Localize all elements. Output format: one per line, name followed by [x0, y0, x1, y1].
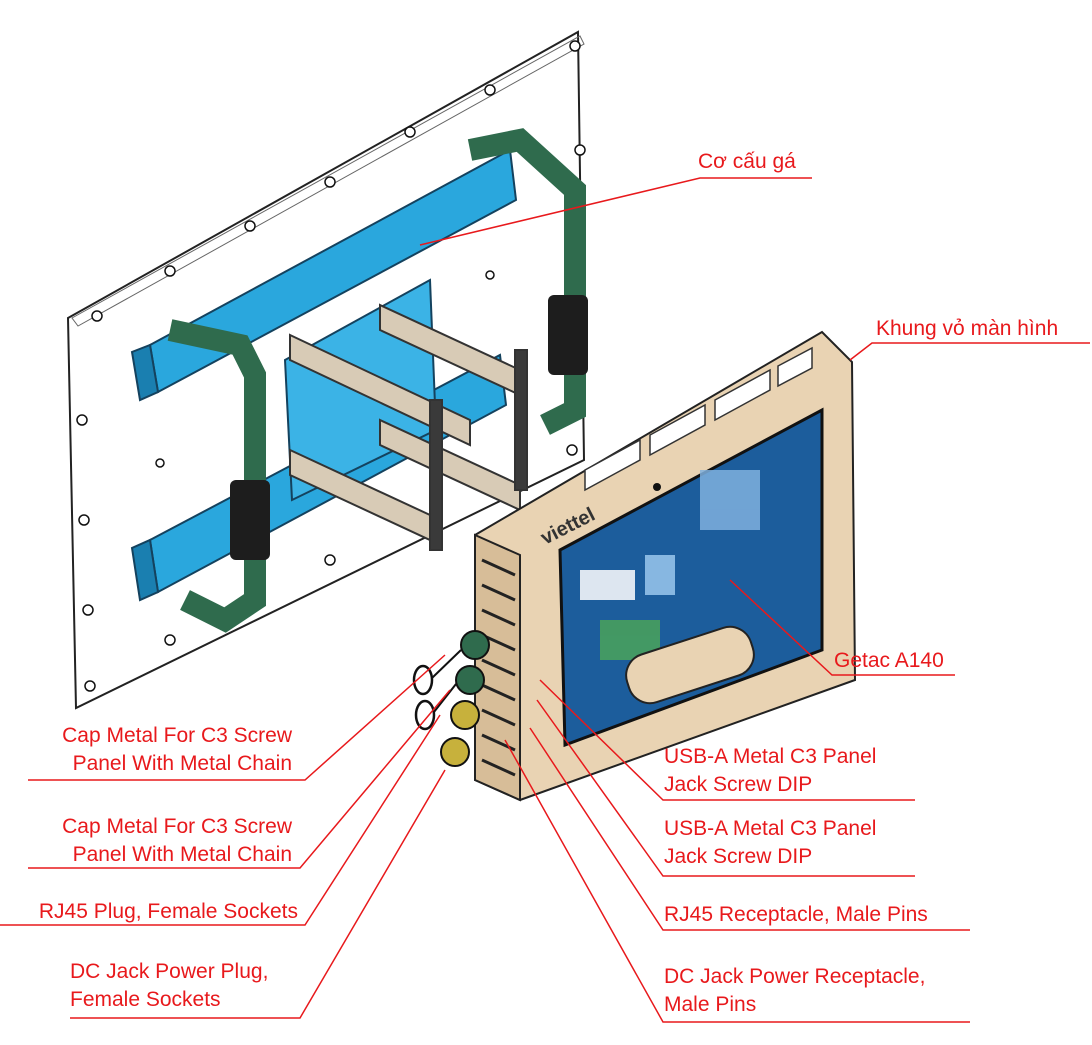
leader-mount — [419, 177, 812, 246]
leader-cap2 — [28, 689, 451, 869]
leader-tablet — [729, 579, 955, 676]
leader-dc-plug — [70, 769, 446, 1019]
label-dc-receptacle-line2: Male Pins — [664, 993, 757, 1016]
label-dc-plug-line1: DC Jack Power Plug, — [70, 960, 269, 983]
label-dc-receptacle: DC Jack Power Receptacle, Male Pins — [664, 963, 925, 1019]
label-usb-2-line1: USB-A Metal C3 Panel — [664, 817, 877, 840]
label-cap-metal-1-line2: Panel With Metal Chain — [72, 752, 292, 775]
label-usb-1-line1: USB-A Metal C3 Panel — [664, 745, 877, 768]
label-rj45-plug: RJ45 Plug, Female Sockets — [38, 900, 298, 923]
leader-rj45-plug — [0, 714, 441, 926]
label-dc-plug: DC Jack Power Plug, Female Sockets — [70, 958, 268, 1014]
latch-clamps — [230, 295, 588, 560]
tablet-housing — [474, 330, 857, 802]
label-usb-2-line2: Jack Screw DIP — [664, 845, 813, 868]
label-cap-metal-2-line1: Cap Metal For C3 Screw — [62, 815, 292, 838]
label-housing: Khung vỏ màn hình — [876, 317, 1059, 340]
leader-lines — [0, 177, 1090, 1023]
label-cap-metal-1-line1: Cap Metal For C3 Screw — [62, 724, 292, 747]
label-usb-2: USB-A Metal C3 Panel Jack Screw DIP — [664, 815, 876, 871]
label-dc-plug-line2: Female Sockets — [70, 988, 221, 1011]
leader-housing — [849, 342, 1090, 361]
label-rj45-receptacle: RJ45 Receptacle, Male Pins — [664, 903, 928, 926]
leader-dc-recept — [504, 739, 970, 1023]
leader-cap1 — [28, 654, 446, 781]
label-cap-metal-2-line2: Panel With Metal Chain — [72, 843, 292, 866]
label-dc-receptacle-line1: DC Jack Power Receptacle, — [664, 965, 926, 988]
label-usb-1: USB-A Metal C3 Panel Jack Screw DIP — [664, 743, 876, 799]
leader-usb1 — [539, 679, 915, 801]
label-cap-metal-1: Cap Metal For C3 Screw Panel With Metal … — [20, 722, 292, 778]
leader-usb2 — [536, 699, 915, 877]
leader-rj45-recept — [529, 727, 970, 931]
label-mount: Cơ cấu gá — [698, 150, 796, 173]
articulated-arms — [289, 303, 528, 551]
connectors — [412, 630, 490, 767]
label-cap-metal-2: Cap Metal For C3 Screw Panel With Metal … — [20, 813, 292, 869]
label-usb-1-line2: Jack Screw DIP — [664, 773, 813, 796]
label-tablet: Getac A140 — [834, 649, 944, 672]
